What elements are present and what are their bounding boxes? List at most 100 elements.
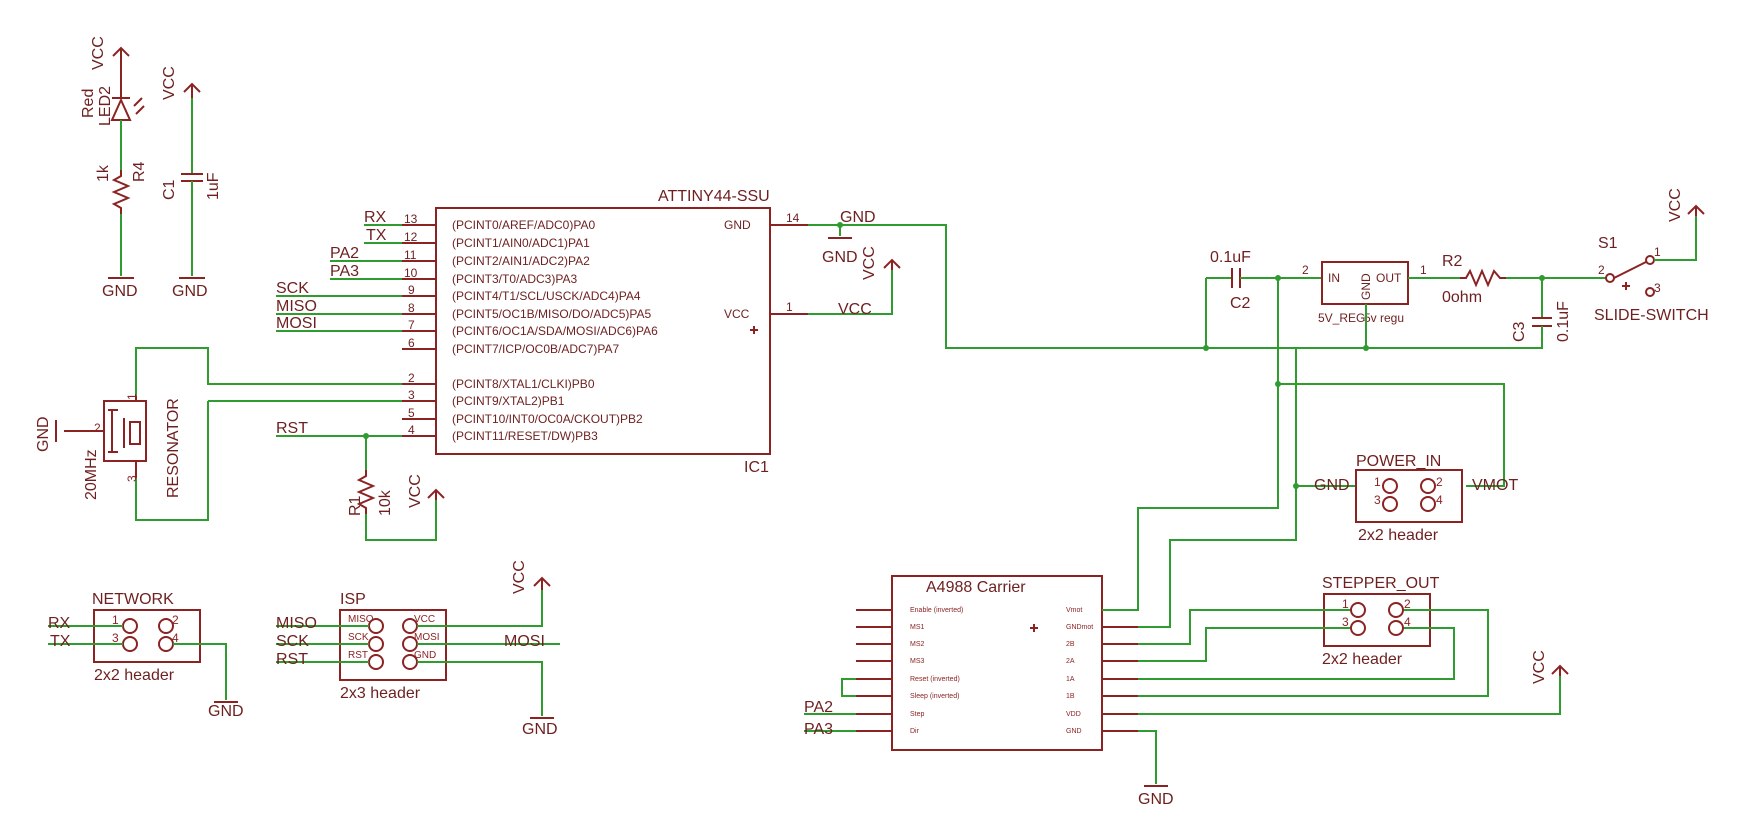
ic1-pin-num: 6 [408,336,415,350]
ic1-pin-num: 3 [408,388,415,402]
vcc-label-ic1: VCC [861,246,878,280]
svg-text:1: 1 [125,393,139,400]
c1-name: C1 [161,179,178,200]
ic1-pin-name: (PCINT6/OC1A/SDA/MOSI/ADC6)PA6 [452,324,658,338]
net-rx: RX [364,209,387,226]
stepper-out-name: STEPPER_OUT [1322,575,1440,592]
net-miso: MISO [276,298,317,315]
vcc-label-s1: VCC [1667,188,1684,222]
vcc-arrow-s1 [1687,204,1705,216]
a4988-left-pin: Enable (inverted) [910,607,963,614]
network-pin: 2 [172,613,179,627]
gnd-label-network: GND [208,703,244,720]
network-pin: 4 [172,631,179,645]
reg-pin-in: 2 [1302,263,1309,277]
a4988-left-pin: Sleep (inverted) [910,693,959,700]
s1-lever [1613,261,1647,279]
vcc-label-r1: VCC [407,474,424,508]
ic1-ref: IC1 [744,459,769,476]
net-sck: SCK [276,280,309,297]
s1-pin2: 2 [1598,263,1605,277]
network-body [93,609,201,663]
ic1-pin-name: (PCINT11/RESET/DW)PB3 [452,429,598,443]
c3-symbol [1532,317,1552,327]
isp-name: ISP [340,591,366,608]
a4988-carrier: A4988 Carrier Enable (inverted) MS1 MS2 … [804,348,1569,808]
network-header: 1 2 3 4 NETWORK 2x2 header RX TX GND [48,591,244,720]
svg-text:3: 3 [125,475,139,482]
ic1-pin-name: (PCINT10/INT0/OC0A/CKOUT)PB2 [452,412,643,426]
c2-symbol [1231,268,1241,288]
network-pin: 1 [112,613,119,627]
isp-pin: MISO [348,614,374,625]
isp-pin: MOSI [414,632,440,643]
vcc-arrow-isp [533,576,551,590]
ic1-right-nets: GND GND VCC VCC [808,209,1543,349]
r1-symbol [356,470,376,514]
a4988-right-pin: GNDmot [1066,624,1093,631]
reg-pin-out: 1 [1420,263,1427,277]
c2-name: C2 [1230,295,1251,312]
ic1-right-pins: GND 14 VCC 1 [724,211,808,334]
c1-value: 1uF [205,172,222,200]
net-tx: TX [366,227,387,244]
net-pa2: PA2 [330,245,359,262]
r2-symbol [1460,268,1506,288]
ic1-left-pins: 13 12 11 10 9 8 7 6 2 3 5 4 (PCINT0/AREF… [402,212,658,443]
stepper-out-value: 2x2 header [1322,651,1403,668]
net-rst: RST [276,420,308,437]
net-rst-isp: RST [276,651,308,668]
ic1-pin-num: 13 [404,212,418,226]
stepper-out-pin: 2 [1404,597,1411,611]
gnd-label-c1: GND [172,283,208,300]
r4-value: 1k [95,164,112,182]
reg-in: IN [1328,271,1340,285]
s1-pin3: 3 [1654,281,1661,295]
network-name: NETWORK [92,591,174,608]
power-in-header: 1 2 3 4 POWER_IN 2x2 header GND VMOT [1275,278,1518,544]
ic1-pin-num: 2 [408,371,415,385]
vcc-arrow-led [112,46,130,64]
s1-name: S1 [1598,235,1618,252]
c1-symbol [181,173,203,182]
a4988-right-pin: VDD [1066,711,1081,718]
led-color-label: Red [80,89,97,118]
gnd-label-isp: GND [522,721,558,738]
power-section: 0.1uF C2 IN OUT GND 2 1 5V_REG 5v regu R… [1203,188,1709,351]
network-value: 2x2 header [94,667,175,684]
net-tx-network: TX [50,633,71,650]
s1-pin1: 1 [1654,245,1661,259]
stepper-out-body [1323,593,1431,647]
led-name-label: LED2 [97,86,114,126]
ic1-pin-num: 11 [404,248,417,262]
r4-name: R4 [131,161,148,182]
c1-column: VCC C1 1uF GND [161,66,222,300]
vcc-arrow-ic1 [883,258,901,270]
stepper-out-header: 1 2 3 4 STEPPER_OUT 2x2 header [1138,575,1489,697]
isp-pin: GND [414,650,436,661]
net-vcc-ic1: VCC [838,301,872,318]
isp-pin: VCC [414,614,435,625]
gnd-label-res: GND [35,416,52,452]
ic1-pin-name: (PCINT8/XTAL1/CLKI)PB0 [452,377,595,391]
ic1-pin-name: (PCINT7/ICP/OC0B/ADC7)PA7 [452,342,619,356]
a4988-right-pin: GND [1066,728,1082,735]
net-sck-isp: SCK [276,633,309,650]
isp-pin: RST [348,650,368,661]
ic1-pin-name: (PCINT5/OC1B/MISO/DO/ADC5)PA5 [452,307,651,321]
vcc-label-a4988: VCC [1531,650,1548,684]
a4988-left-pin: Reset (inverted) [910,676,960,683]
vcc-label-led: VCC [90,36,107,70]
a4988-left-pin: Step [910,711,925,718]
r2-value: 0ohm [1442,289,1482,306]
a4988-right-pin: 1A [1066,676,1075,683]
c2-value: 0.1uF [1210,249,1251,266]
net-pa3-a4988: PA3 [804,721,833,738]
a4988-right-pin: 2A [1066,658,1075,665]
a4988-right-pin: 1B [1066,693,1075,700]
reg-value: 5v regu [1364,311,1404,325]
ic1-pin-num: 9 [408,283,415,297]
ic1-pin-num: 7 [408,318,415,332]
